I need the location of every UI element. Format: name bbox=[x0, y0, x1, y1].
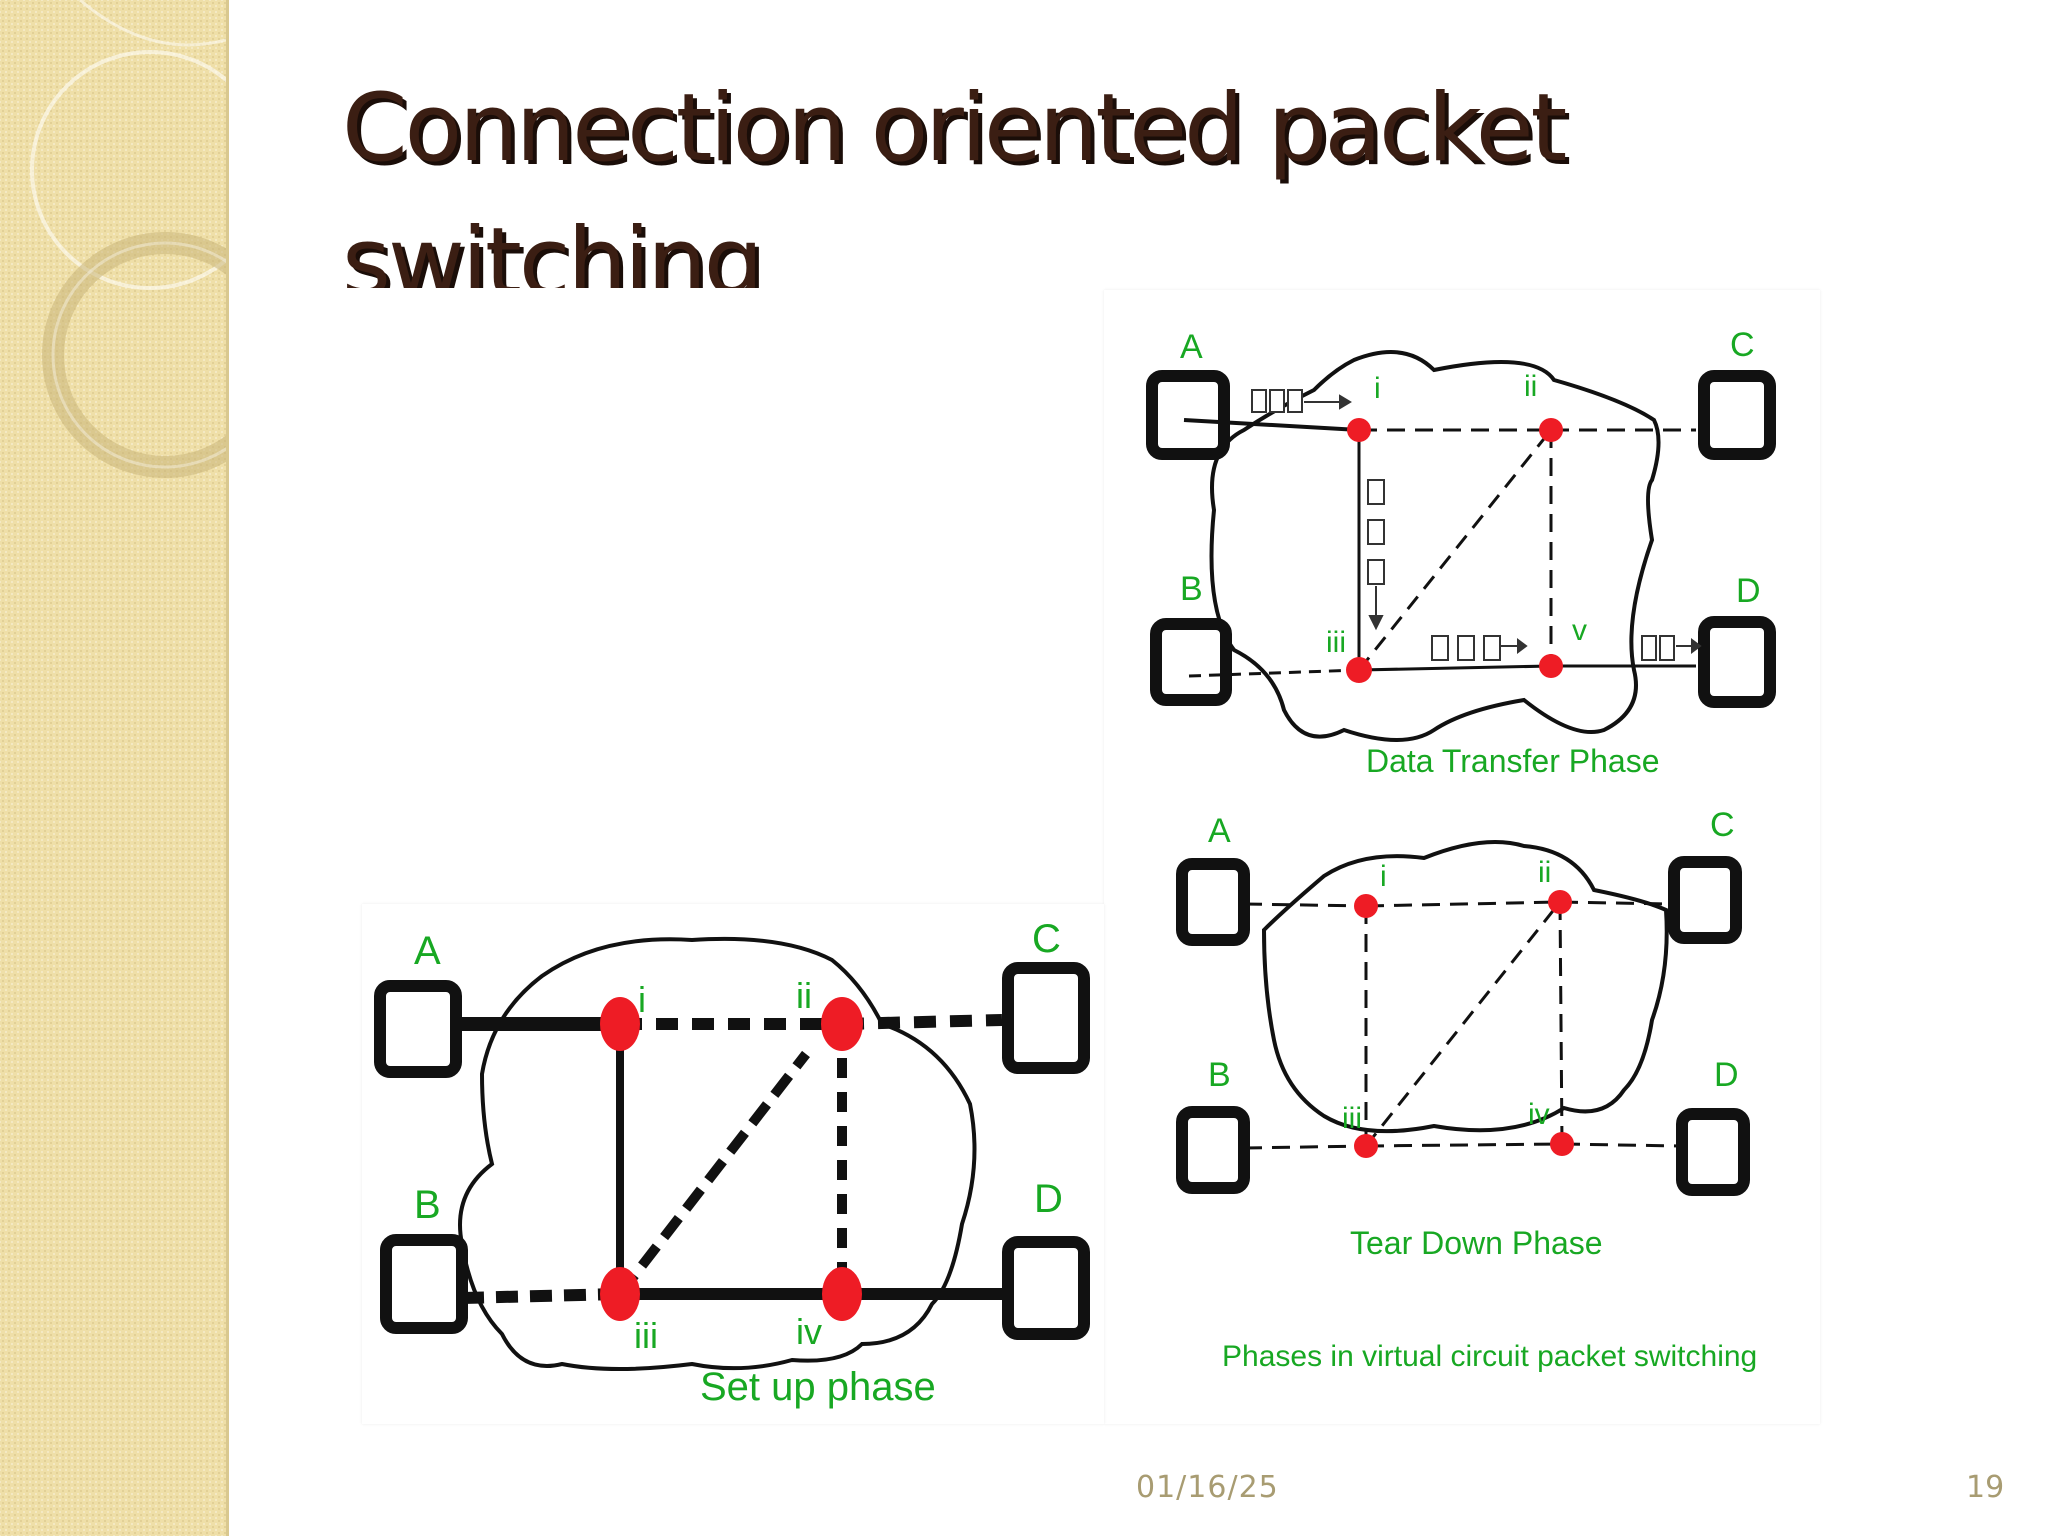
switch-label: ii bbox=[1538, 856, 1551, 889]
switch-node bbox=[822, 1267, 862, 1321]
switch-label: ii bbox=[796, 975, 812, 1016]
host-label: A bbox=[414, 929, 441, 973]
switch-label: i bbox=[1380, 860, 1387, 893]
network-cloud bbox=[1261, 840, 1669, 1134]
setup-phase-diagram: A B C D i ii iii iv Set up phase bbox=[374, 917, 1090, 1409]
host-b-box bbox=[1150, 618, 1232, 706]
slide-page-number: 19 bbox=[1966, 1470, 2005, 1505]
host-label: D bbox=[1736, 572, 1761, 610]
sidebar-decoration bbox=[0, 0, 229, 1536]
switch-label: iv bbox=[796, 1311, 822, 1352]
packet-queue-down bbox=[1367, 479, 1385, 631]
title-clip bbox=[340, 288, 1100, 328]
host-b-box bbox=[380, 1234, 468, 1334]
switch-node bbox=[1539, 418, 1563, 442]
switch-label: iii bbox=[634, 1315, 658, 1356]
switch-node bbox=[600, 1267, 640, 1321]
phase-caption: Data Transfer Phase bbox=[1366, 743, 1659, 779]
packet-queue-iii-v bbox=[1431, 635, 1528, 661]
switch-label: iv bbox=[1528, 1098, 1550, 1131]
host-label: A bbox=[1208, 812, 1231, 850]
host-label: C bbox=[1032, 917, 1061, 961]
host-label: B bbox=[1180, 570, 1203, 608]
switch-label: v bbox=[1572, 614, 1587, 647]
host-label: D bbox=[1034, 1177, 1063, 1221]
switch-node bbox=[1548, 890, 1572, 914]
switch-node bbox=[1539, 654, 1563, 678]
phase-caption: Tear Down Phase bbox=[1350, 1225, 1603, 1261]
host-label: A bbox=[1180, 328, 1203, 366]
host-c-box bbox=[1002, 962, 1090, 1074]
switch-node bbox=[1354, 894, 1378, 918]
data-teardown-diagram: A B C D i ii iii v Data Transfer Phase bbox=[1146, 326, 1776, 1373]
network-cloud bbox=[1209, 350, 1661, 742]
switch-label: i bbox=[1374, 372, 1381, 405]
switch-node bbox=[1347, 418, 1371, 442]
host-label: C bbox=[1730, 326, 1755, 364]
tear-down-diagram: A B C D i ii iii iv Tear Down Phase Phas… bbox=[1176, 806, 1757, 1373]
diagram-panel-left: A B C D i ii iii iv Set up phase bbox=[362, 904, 1104, 1424]
packet-queue-a bbox=[1251, 389, 1352, 413]
host-label: C bbox=[1710, 806, 1735, 844]
host-a-box bbox=[1146, 370, 1230, 460]
packet-queue-d bbox=[1641, 635, 1702, 661]
switch-node bbox=[821, 997, 863, 1051]
switch-label: iii bbox=[1326, 626, 1346, 659]
slide-date: 01/16/25 bbox=[1136, 1470, 1279, 1505]
switch-label: iii bbox=[1342, 1102, 1362, 1135]
host-b-box bbox=[1176, 1106, 1250, 1194]
diagram-panel-right: A B C D i ii iii v Data Transfer Phase bbox=[1104, 290, 1820, 1424]
host-label: D bbox=[1714, 1056, 1739, 1094]
host-a-box bbox=[1176, 858, 1250, 946]
switch-node bbox=[600, 997, 640, 1051]
host-d-box bbox=[1002, 1236, 1090, 1340]
host-c-box bbox=[1668, 856, 1742, 944]
host-a-box bbox=[374, 980, 462, 1078]
host-d-box bbox=[1698, 616, 1776, 708]
switch-label: ii bbox=[1524, 370, 1537, 403]
host-label: B bbox=[1208, 1056, 1231, 1094]
host-label: B bbox=[414, 1183, 441, 1227]
host-d-box bbox=[1676, 1108, 1750, 1196]
decorative-rings bbox=[30, 0, 226, 478]
data-transfer-diagram: A B C D i ii iii v Data Transfer Phase bbox=[1146, 326, 1776, 779]
slide-title: Connection oriented packet switching bbox=[342, 74, 1567, 317]
host-c-box bbox=[1698, 370, 1776, 460]
phase-caption: Set up phase bbox=[700, 1365, 936, 1409]
switch-node bbox=[1354, 1134, 1378, 1158]
switch-label: i bbox=[638, 979, 646, 1020]
network-cloud bbox=[458, 936, 977, 1371]
switch-node bbox=[1346, 657, 1372, 683]
figure-caption: Phases in virtual circuit packet switchi… bbox=[1222, 1340, 1757, 1373]
switch-node bbox=[1550, 1132, 1574, 1156]
